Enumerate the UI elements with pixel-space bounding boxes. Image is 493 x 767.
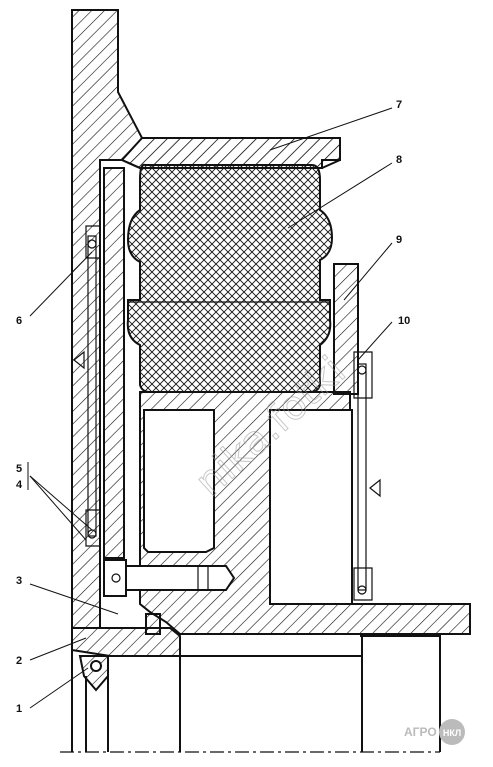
label-4: 4 [16, 479, 23, 491]
label-7: 7 [396, 99, 402, 111]
leader-4 [29, 475, 87, 541]
label-8: 8 [396, 154, 402, 166]
leader-1 [29, 667, 89, 709]
hub-cavity-left [143, 409, 215, 553]
label-10: 10 [398, 315, 410, 327]
leader-7 [269, 107, 393, 151]
left-rod-bottom-clip [85, 509, 101, 547]
bolt-hole [111, 573, 121, 583]
hub-cavity-right [269, 409, 353, 605]
bolt-head [103, 559, 127, 597]
left-rod-top-pin [87, 239, 97, 249]
leader-2 [29, 637, 87, 661]
leader-3 [29, 583, 119, 615]
right-rod-bottom-pin [357, 585, 367, 595]
right-rod-top-pin [357, 365, 367, 375]
leader-10 [357, 321, 393, 361]
right-tie-rod [357, 363, 367, 591]
housing-top-ring [120, 137, 341, 169]
leader-9 [343, 242, 393, 301]
left-wing-nut [73, 350, 85, 370]
logo-badge-circle [439, 719, 465, 745]
logo-badge-text: НКЛ [443, 728, 461, 738]
label-1: 1 [16, 703, 22, 715]
leader-6 [29, 251, 93, 317]
shaft-outline [180, 633, 470, 752]
leader-8 [287, 162, 393, 229]
label-3: 3 [16, 575, 22, 587]
left-pressure-plate [103, 167, 125, 559]
logo-text: АГРО [404, 725, 437, 739]
left-tie-rod [87, 235, 97, 537]
seal-spring [90, 660, 102, 672]
bolt-shank [125, 565, 236, 591]
label-5: 5 [16, 463, 22, 475]
rubber-element [126, 163, 334, 393]
agro-logo: АГРО НКЛ [404, 719, 465, 745]
leader-5 [29, 475, 93, 531]
right-wing-nut [369, 478, 381, 498]
right-rod-top-clip [353, 351, 373, 399]
label-6: 6 [16, 315, 22, 327]
lower-ring [71, 627, 181, 657]
label-2: 2 [16, 655, 22, 667]
right-rod-bottom-clip [353, 567, 373, 601]
left-rod-top-clip [85, 225, 101, 259]
label-9: 9 [396, 234, 402, 246]
